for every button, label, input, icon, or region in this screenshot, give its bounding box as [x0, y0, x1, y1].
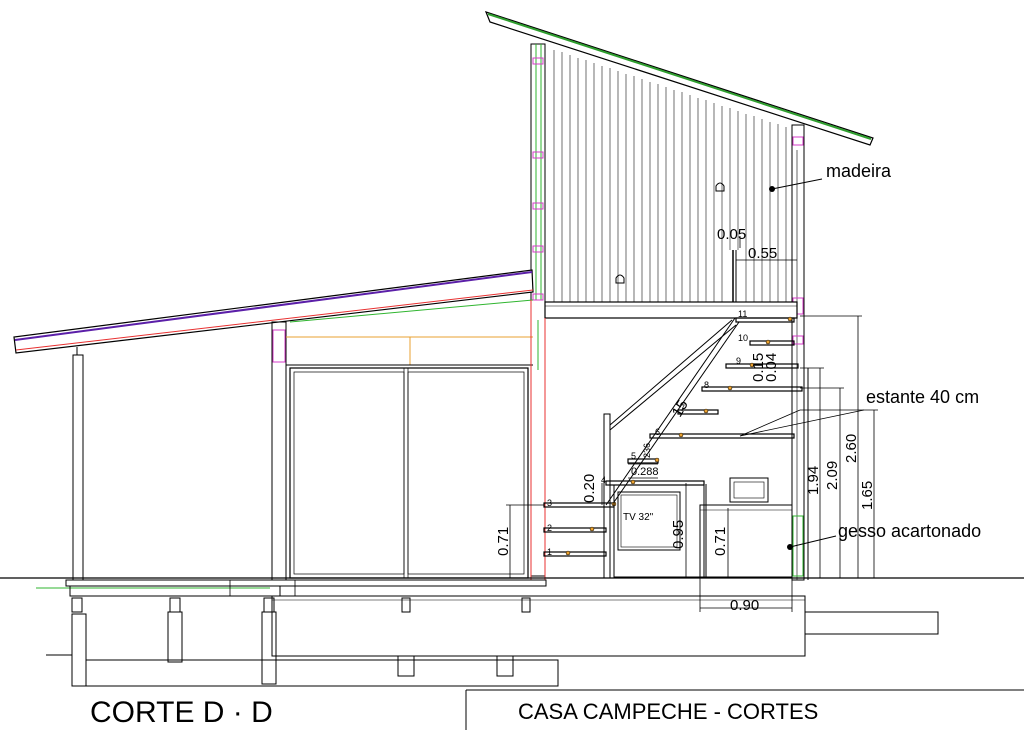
step-number: 10	[738, 333, 748, 343]
step-number: 5	[631, 451, 636, 461]
drawing-title: CORTE D · D	[90, 696, 273, 729]
step-number: 7	[680, 403, 685, 413]
dim-2-60: 2.60	[843, 434, 860, 463]
dim-0-71-right: 0.71	[712, 527, 729, 556]
madeira-label: madeira	[826, 161, 892, 181]
floor-and-foundation	[0, 577, 1024, 687]
step-number: 3	[547, 498, 552, 508]
dim-0-95: 0.95	[670, 520, 687, 549]
estante-label: estante 40 cm	[866, 387, 979, 407]
dim-236: 236	[642, 443, 652, 458]
dim-0-288: 0.288	[631, 466, 659, 478]
step-number: 8	[704, 380, 709, 390]
veranda	[72, 300, 546, 581]
step-number: 2	[547, 523, 552, 533]
dim-0-90: 0.90	[730, 597, 759, 614]
dim-0-55: 0.55	[748, 245, 777, 262]
dim-0-15: 0.15	[750, 353, 767, 382]
dim-0-71-left: 0.71	[495, 527, 512, 556]
step-number: 6	[655, 427, 660, 437]
furniture: TV 32"	[613, 477, 793, 578]
title-block: CORTE D · D CASA CAMPECHE - CORTES	[90, 689, 1024, 730]
stair	[543, 316, 809, 580]
dim-1-94: 1.94	[805, 466, 822, 495]
gesso-label: gesso acartonado	[838, 521, 981, 541]
dim-1-65: 1.65	[859, 481, 876, 510]
upper-block	[484, 11, 874, 581]
step-number: 11	[738, 309, 747, 319]
step-numbers: 1 2 3 4 5 6 7 8 9 10 11	[547, 309, 748, 557]
dim-2-09: 2.09	[824, 461, 841, 490]
wood-cladding	[553, 50, 787, 302]
sheet-title: CASA CAMPECHE - CORTES	[518, 699, 818, 724]
step-number: 9	[736, 356, 741, 366]
step-number: 1	[547, 547, 552, 557]
dim-0-05: 0.05	[717, 226, 746, 243]
step-number: 4	[601, 475, 606, 485]
dim-15: 15	[669, 397, 692, 420]
dim-0-20: 0.20	[581, 474, 598, 503]
dimension-labels: 0.05 0.55 0.15 0.04 0.20 236 0.288 15 0.…	[495, 226, 876, 614]
dim-0-04: 0.04	[763, 353, 780, 382]
tv-label: TV 32"	[623, 512, 654, 523]
lower-roof	[13, 269, 534, 354]
dimension-lines	[506, 236, 880, 612]
annotations: madeira estante 40 cm gesso acartonado	[769, 161, 981, 550]
